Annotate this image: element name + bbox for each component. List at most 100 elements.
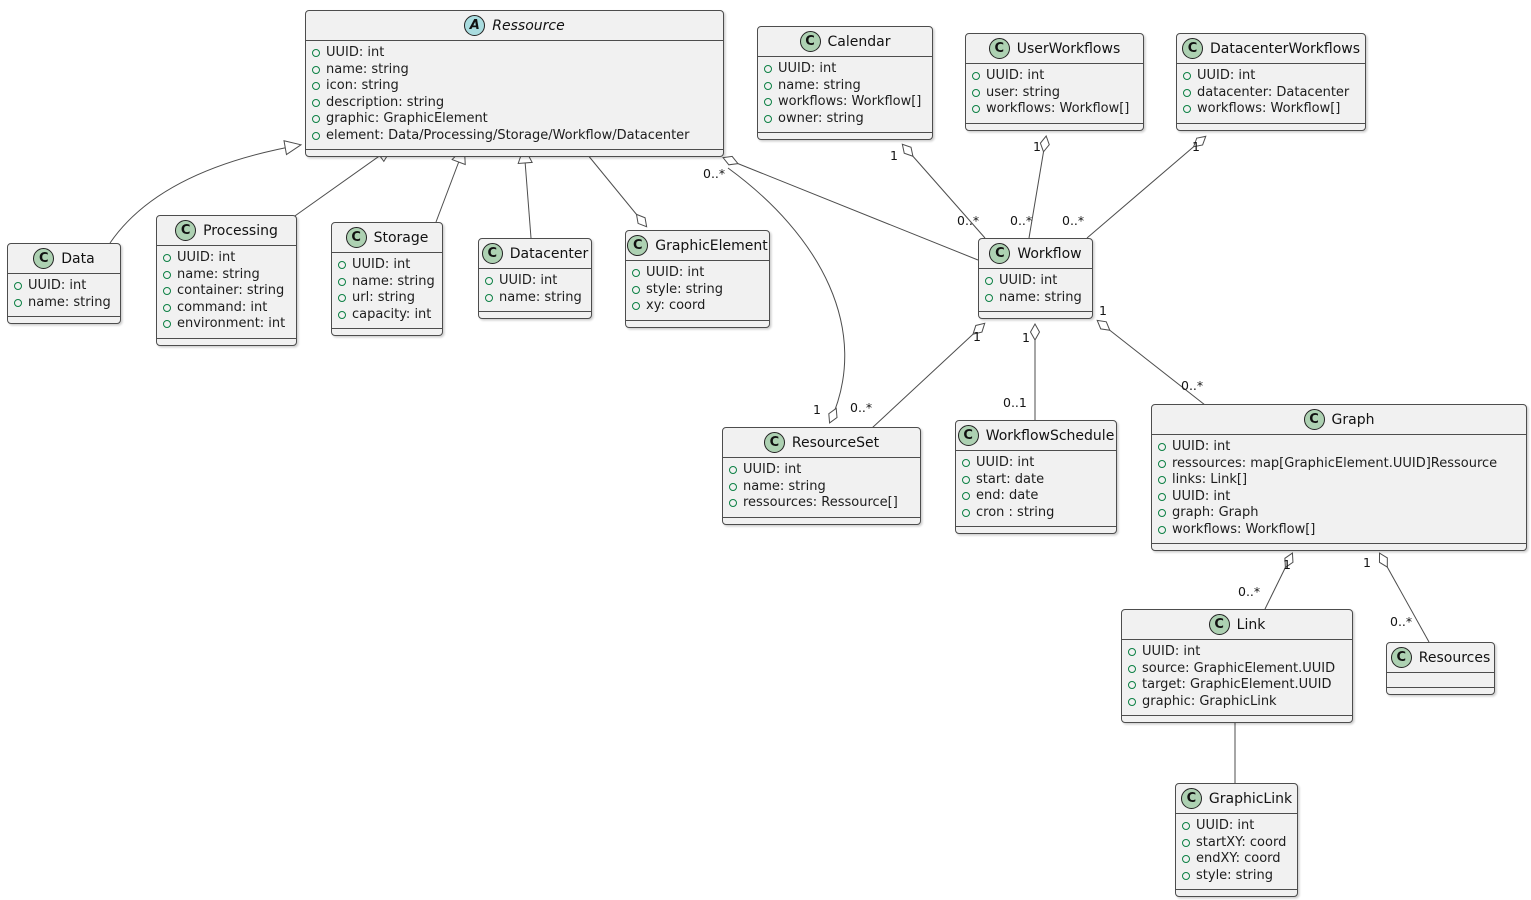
attribute-row: capacity: int [338, 307, 436, 324]
attribute-text: graphic: GraphicLink [1142, 693, 1277, 709]
attribute-text: UUID: int [976, 455, 1035, 470]
multiplicity-label: 1 [813, 402, 821, 417]
field-visibility-icon [163, 320, 171, 329]
class-title: C Storage [332, 223, 442, 253]
attribute-row: links: Link[] [1158, 472, 1520, 489]
attribute-row: start: date [962, 472, 1110, 489]
field-visibility-icon [1158, 459, 1166, 468]
methods-compartment [966, 124, 1143, 130]
attribute-text: links: Link[] [1172, 472, 1248, 487]
attribute-text: datacenter: Datacenter [1197, 84, 1350, 100]
attribute-row: style: string [1182, 868, 1291, 885]
field-visibility-icon [1158, 443, 1166, 452]
class-icon: C [1208, 614, 1230, 635]
attribute-text: UUID: int [352, 257, 411, 272]
class-name: DatacenterWorkflows [1209, 40, 1361, 57]
class-title: C Processing [157, 216, 296, 246]
field-visibility-icon [312, 65, 320, 74]
class-icon: C [1180, 788, 1202, 809]
attribute-row: user: string [972, 85, 1137, 102]
attribute-text: start: date [976, 471, 1045, 487]
attribute-row: UUID: int [338, 257, 436, 274]
class-icon: C [1181, 38, 1203, 59]
field-visibility-icon [312, 115, 320, 124]
field-visibility-icon [632, 285, 640, 294]
attribute-text: name: string [326, 61, 409, 77]
class-title: C Graph [1152, 405, 1526, 435]
edge-graph-resources [1380, 554, 1430, 643]
attribute-row: name: string [338, 274, 436, 291]
field-visibility-icon [338, 277, 346, 286]
attribute-text: graph: Graph [1172, 505, 1259, 520]
attribute-text: target: GraphicElement.UUID [1142, 677, 1332, 692]
attribute-row: owner: string [764, 111, 926, 128]
attribute-row: ressources: map[GraphicElement.UUID]Ress… [1158, 456, 1520, 473]
field-visibility-icon [972, 105, 980, 114]
edge-data-ressource [109, 140, 303, 244]
methods-compartment [157, 339, 296, 345]
attribute-text: xy: coord [646, 298, 706, 313]
class-name: Ressource [492, 17, 565, 34]
class-title: C Link [1122, 610, 1352, 640]
class-name: Workflow [1017, 245, 1082, 262]
class-name: Resources [1418, 649, 1491, 666]
edge-calendar-workflow [903, 145, 986, 239]
methods-compartment [979, 312, 1092, 318]
class-title: C Calendar [758, 27, 932, 57]
attribute-row: workflows: Workflow[] [1158, 522, 1520, 539]
class-name: Storage [373, 229, 429, 246]
attribute-row: description: string [312, 95, 717, 112]
attribute-text: workflows: Workflow[] [1172, 521, 1316, 537]
field-visibility-icon [962, 508, 970, 517]
attribute-row: container: string [163, 283, 290, 300]
class-name: Calendar [827, 33, 891, 50]
field-visibility-icon [1183, 88, 1191, 97]
attribute-row: name: string [985, 290, 1086, 307]
field-visibility-icon [632, 302, 640, 311]
methods-compartment [1387, 688, 1494, 694]
attribute-row: command: int [163, 300, 290, 317]
class-icon: C [1303, 409, 1325, 430]
field-visibility-icon [338, 261, 346, 270]
attribute-row: graphic: GraphicLink [1128, 694, 1346, 711]
attribute-row: UUID: int [764, 61, 926, 78]
attributes-compartment [1387, 673, 1494, 688]
attribute-row: element: Data/Processing/Storage/Workflo… [312, 128, 717, 145]
attribute-row: name: string [764, 78, 926, 95]
class-title: C Data [8, 244, 120, 274]
attribute-row: name: string [163, 267, 290, 284]
class-title: C DatacenterWorkflows [1177, 34, 1365, 64]
multiplicity-label: 1 [1283, 557, 1291, 572]
field-visibility-icon [1158, 509, 1166, 518]
multiplicity-label: 0..* [850, 400, 872, 415]
multiplicity-label: 0..* [1010, 213, 1032, 228]
field-visibility-icon [163, 303, 171, 312]
attribute-row: UUID: int [1183, 68, 1359, 85]
attribute-text: capacity: int [352, 306, 432, 322]
methods-compartment [8, 317, 120, 323]
field-visibility-icon [485, 293, 493, 302]
multiplicity-label: 0..* [1390, 614, 1412, 629]
field-visibility-icon [985, 277, 993, 286]
attribute-text: UUID: int [1142, 644, 1201, 659]
attribute-text: end: date [976, 488, 1039, 503]
attribute-row: workflows: Workflow[] [764, 94, 926, 111]
methods-compartment [1176, 890, 1297, 896]
abstract-class-icon: A [464, 15, 486, 36]
multiplicity-label: 0..* [703, 166, 725, 181]
field-visibility-icon [1158, 476, 1166, 485]
attribute-text: UUID: int [177, 250, 236, 265]
attribute-text: UUID: int [499, 273, 558, 288]
attribute-text: UUID: int [326, 45, 385, 60]
methods-compartment [758, 133, 932, 139]
field-visibility-icon [312, 131, 320, 140]
attribute-text: name: string [778, 77, 861, 93]
attribute-text: UUID: int [743, 462, 802, 477]
class-title: A Ressource [306, 11, 723, 41]
class-title: C ResourceSet [723, 428, 920, 458]
